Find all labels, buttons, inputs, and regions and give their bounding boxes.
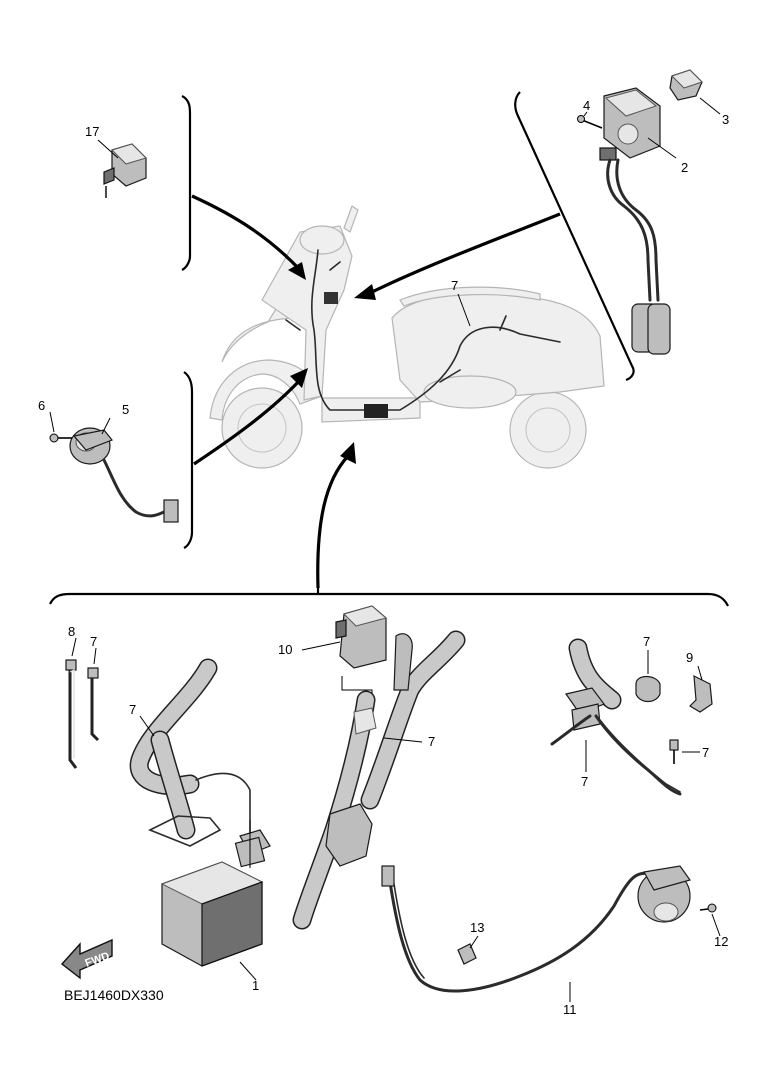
callout-3: 3 bbox=[722, 112, 729, 127]
callout-5: 5 bbox=[122, 402, 129, 417]
callout-7-right: 7 bbox=[581, 774, 588, 789]
cable-ties-10-11: 8 7 bbox=[65, 624, 100, 769]
callout-7-left: 7 bbox=[129, 702, 136, 717]
callout-16: 13 bbox=[470, 920, 484, 935]
callout-17: 17 bbox=[85, 124, 99, 139]
callout-14: 11 bbox=[563, 1002, 577, 1017]
callout-12: 9 bbox=[686, 650, 693, 665]
callout-9: 7 bbox=[643, 634, 650, 649]
callout-13: 10 bbox=[278, 642, 292, 657]
callout-15: 12 bbox=[714, 934, 728, 949]
harness-middle: 10 7 bbox=[278, 605, 466, 930]
callout-7-scooter: 7 bbox=[451, 278, 458, 293]
callout-1: 1 bbox=[252, 978, 259, 993]
callout-7-middle: 7 bbox=[428, 734, 435, 749]
callout-8: 7 bbox=[702, 745, 709, 760]
inset-relay-17: 17 bbox=[85, 95, 306, 280]
bottom-bracket bbox=[49, 442, 729, 607]
diagram-code: BEJ1460DX330 bbox=[64, 987, 164, 1003]
harness-left: 7 bbox=[129, 658, 271, 868]
battery-1: 1 bbox=[160, 820, 264, 993]
fwd-indicator: FWD BEJ1460DX330 bbox=[60, 938, 164, 1003]
callout-4: 4 bbox=[583, 98, 590, 113]
scooter-illustration bbox=[209, 205, 605, 469]
callout-2: 2 bbox=[681, 160, 688, 175]
callout-10: 7 bbox=[90, 634, 97, 649]
sensor-14-15-16: 12 13 11 bbox=[381, 865, 728, 1017]
inset-switch-2-3-4: 4 3 2 bbox=[354, 69, 729, 382]
callout-6: 6 bbox=[38, 398, 45, 413]
inset-horn-5-6: 6 5 bbox=[38, 368, 308, 549]
callout-11: 8 bbox=[68, 624, 75, 639]
harness-right: 7 7 7 9 bbox=[550, 634, 713, 796]
